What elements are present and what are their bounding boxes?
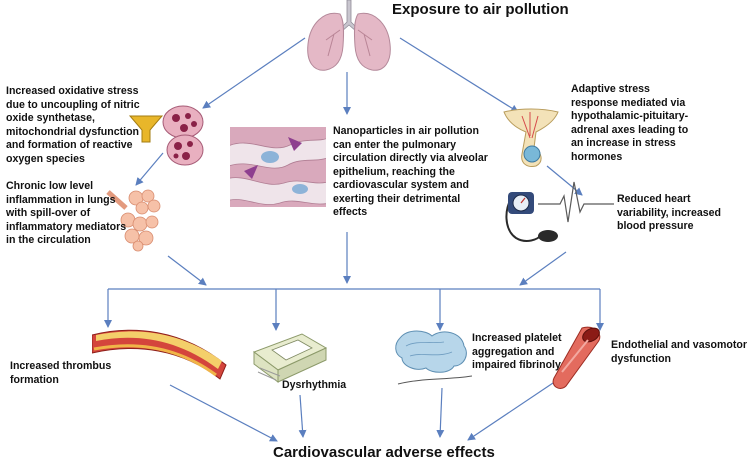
mitochondria-icon <box>128 105 204 166</box>
arrow-platelet-to-outcome <box>436 387 445 438</box>
node-inflammation: Chronic low level inflammation in lungs … <box>6 180 127 247</box>
platelet-aggregate-icon <box>395 330 472 385</box>
arrow-endothelial-to-outcome <box>467 382 554 441</box>
top-title: Exposure to air pollution <box>392 1 569 18</box>
node-adaptive-stress: Adaptive stress response mediated via hy… <box>571 83 689 163</box>
alveoli-icon <box>106 189 161 252</box>
node-nanoparticles: Nanoparticles in air pollution can enter… <box>333 125 488 219</box>
blood-vessel-thrombus-icon <box>92 329 227 380</box>
node-dysrhythmia: Dysrhythmia <box>282 379 347 391</box>
artery-icon <box>552 326 601 389</box>
arrow-bp-to-bus <box>519 251 567 286</box>
arrow-lungs-to-oxidative <box>202 37 306 109</box>
arrow-dysrhythmia-to-outcome <box>298 394 307 438</box>
brain-hypothalamus-icon <box>503 108 559 167</box>
bottom-title: Cardiovascular adverse effects <box>273 444 495 461</box>
node-endothelial: Endothelial and vasomotor dysfunction <box>611 339 747 365</box>
node-heart-variability: Reduced heart variability, increased blo… <box>617 193 722 233</box>
arrow-oxidative-to-inflammation <box>135 152 164 186</box>
arrow-inflammation-to-bus <box>167 255 207 286</box>
arrow-thrombus-to-outcome <box>169 384 278 442</box>
lungs-icon <box>307 0 391 71</box>
node-thrombus: Increased thrombus formation <box>10 360 112 386</box>
arrow-lungs-to-adaptive <box>399 37 519 113</box>
node-oxidative-stress: Increased oxidative stress due to uncoup… <box>6 85 140 165</box>
blood-pressure-monitor-icon <box>505 181 614 242</box>
alveolar-capillary-icon <box>230 127 326 207</box>
ecg-machine-icon <box>252 333 328 383</box>
node-platelet: Increased platelet aggregation and impai… <box>472 332 576 372</box>
